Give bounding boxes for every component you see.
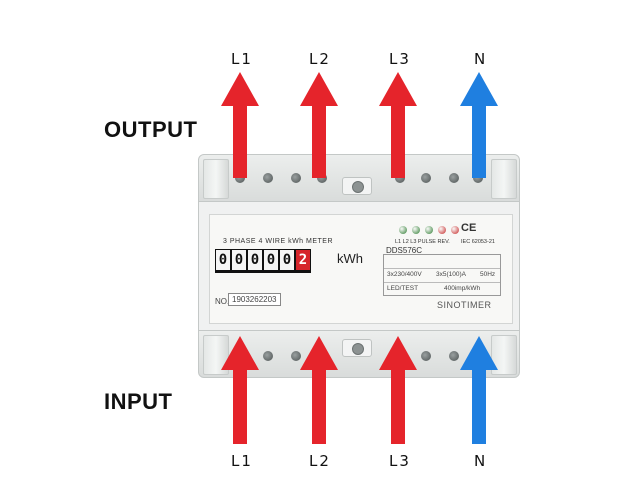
output-arrow-l1-icon xyxy=(221,72,259,178)
screw-icon xyxy=(421,173,431,183)
din-clip xyxy=(342,339,372,357)
current-rating: 3x5(100)A xyxy=(436,271,466,278)
led-pulse-icon xyxy=(438,226,446,234)
led-test-label: LED/TEST xyxy=(387,285,419,292)
serial-label: NO. xyxy=(215,297,230,306)
bottom-phase-label-l2: L2 xyxy=(309,452,331,470)
screw-icon xyxy=(291,351,301,361)
input-label: INPUT xyxy=(104,389,173,414)
input-arrow-l2-icon xyxy=(300,336,338,444)
output-arrow-n-icon xyxy=(460,72,498,178)
screw-icon xyxy=(421,351,431,361)
counter-digit-decimal: 2 xyxy=(296,250,310,270)
led-l3-icon xyxy=(425,226,433,234)
frequency-rating: 50Hz xyxy=(480,271,496,278)
ce-mark: CE xyxy=(461,222,477,234)
screw-icon xyxy=(291,173,301,183)
front-panel: 3 PHASE 4 WIRE kWh METER 0 0 0 0 0 2 kWh… xyxy=(198,202,520,330)
bottom-phase-label-l3: L3 xyxy=(389,452,411,470)
led-rev-icon xyxy=(451,226,459,234)
terminal-rib xyxy=(491,159,517,199)
counter-digit: 0 xyxy=(248,250,262,270)
din-clip xyxy=(342,177,372,195)
input-arrow-n-icon xyxy=(460,336,498,444)
impulse-rate: 400imp/kWh xyxy=(444,285,481,292)
input-arrow-l3-icon xyxy=(379,336,417,444)
spec-box: 3x230/400V 3x5(100)A 50Hz LED/TEST 400im… xyxy=(383,254,501,296)
bottom-phase-label-l1: L1 xyxy=(231,452,253,470)
counter-digit: 0 xyxy=(264,250,278,270)
top-phase-label-l3: L3 xyxy=(389,50,411,68)
led-l2-icon xyxy=(412,226,420,234)
top-phase-label-l2: L2 xyxy=(309,50,331,68)
counter-digit: 0 xyxy=(232,250,246,270)
status-leds xyxy=(399,226,464,234)
meter-title: 3 PHASE 4 WIRE kWh METER xyxy=(223,238,334,245)
output-label: OUTPUT xyxy=(104,117,198,142)
energy-meter: 3 PHASE 4 WIRE kWh METER 0 0 0 0 0 2 kWh… xyxy=(198,154,520,380)
top-terminal-block xyxy=(198,154,520,202)
output-arrow-l3-icon xyxy=(379,72,417,178)
top-phase-label-n: N xyxy=(474,50,488,68)
screw-icon xyxy=(449,351,459,361)
serial-number: 1903262203 xyxy=(228,293,281,306)
screw-icon xyxy=(263,173,273,183)
brand-label: SINOTIMER xyxy=(437,300,492,310)
top-phase-label-l1: L1 xyxy=(231,50,253,68)
bottom-phase-label-n: N xyxy=(474,452,488,470)
input-arrow-l1-icon xyxy=(221,336,259,444)
model-label: DDS576C xyxy=(386,246,423,255)
led-l1-icon xyxy=(399,226,407,234)
output-arrow-l2-icon xyxy=(300,72,338,178)
screw-icon xyxy=(449,173,459,183)
terminal-rib xyxy=(203,159,229,199)
standard-label: IEC 62053-21 xyxy=(461,239,495,245)
kwh-counter: 0 0 0 0 0 2 xyxy=(215,249,311,273)
voltage-rating: 3x230/400V xyxy=(387,271,422,278)
unit-label: kWh xyxy=(337,251,363,266)
led-labels: L1 L2 L3 PULSE REV. xyxy=(395,239,450,245)
counter-digit: 0 xyxy=(216,250,230,270)
counter-digit: 0 xyxy=(280,250,294,270)
screw-icon xyxy=(263,351,273,361)
